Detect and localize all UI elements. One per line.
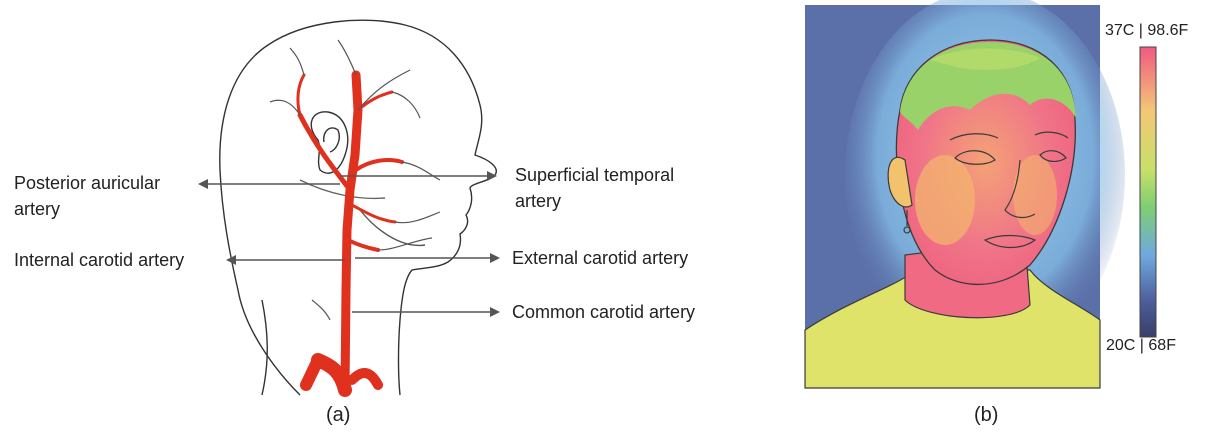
superficial-temporal-line2: artery	[515, 188, 674, 214]
posterior-auricular-line1: Posterior auricular	[14, 170, 160, 196]
scale-max-label: 37C | 98.6F	[1105, 22, 1188, 40]
artery-tree	[298, 75, 402, 390]
scale-min-label: 20C | 68F	[1106, 337, 1176, 355]
thermal-image	[805, 0, 1125, 388]
superficial-temporal-label: Superficial temporal artery	[515, 162, 674, 214]
panel-b-caption: (b)	[974, 404, 998, 427]
temperature-scale-bar	[1140, 47, 1156, 337]
panel-a-caption: (a)	[326, 404, 350, 427]
external-carotid-label: External carotid artery	[512, 245, 688, 271]
superficial-temporal-line1: Superficial temporal	[515, 162, 674, 188]
posterior-auricular-label: Posterior auricular artery	[14, 170, 160, 222]
common-carotid-label: Common carotid artery	[512, 299, 695, 325]
internal-carotid-label: Internal carotid artery	[14, 247, 184, 273]
posterior-auricular-line2: artery	[14, 196, 160, 222]
